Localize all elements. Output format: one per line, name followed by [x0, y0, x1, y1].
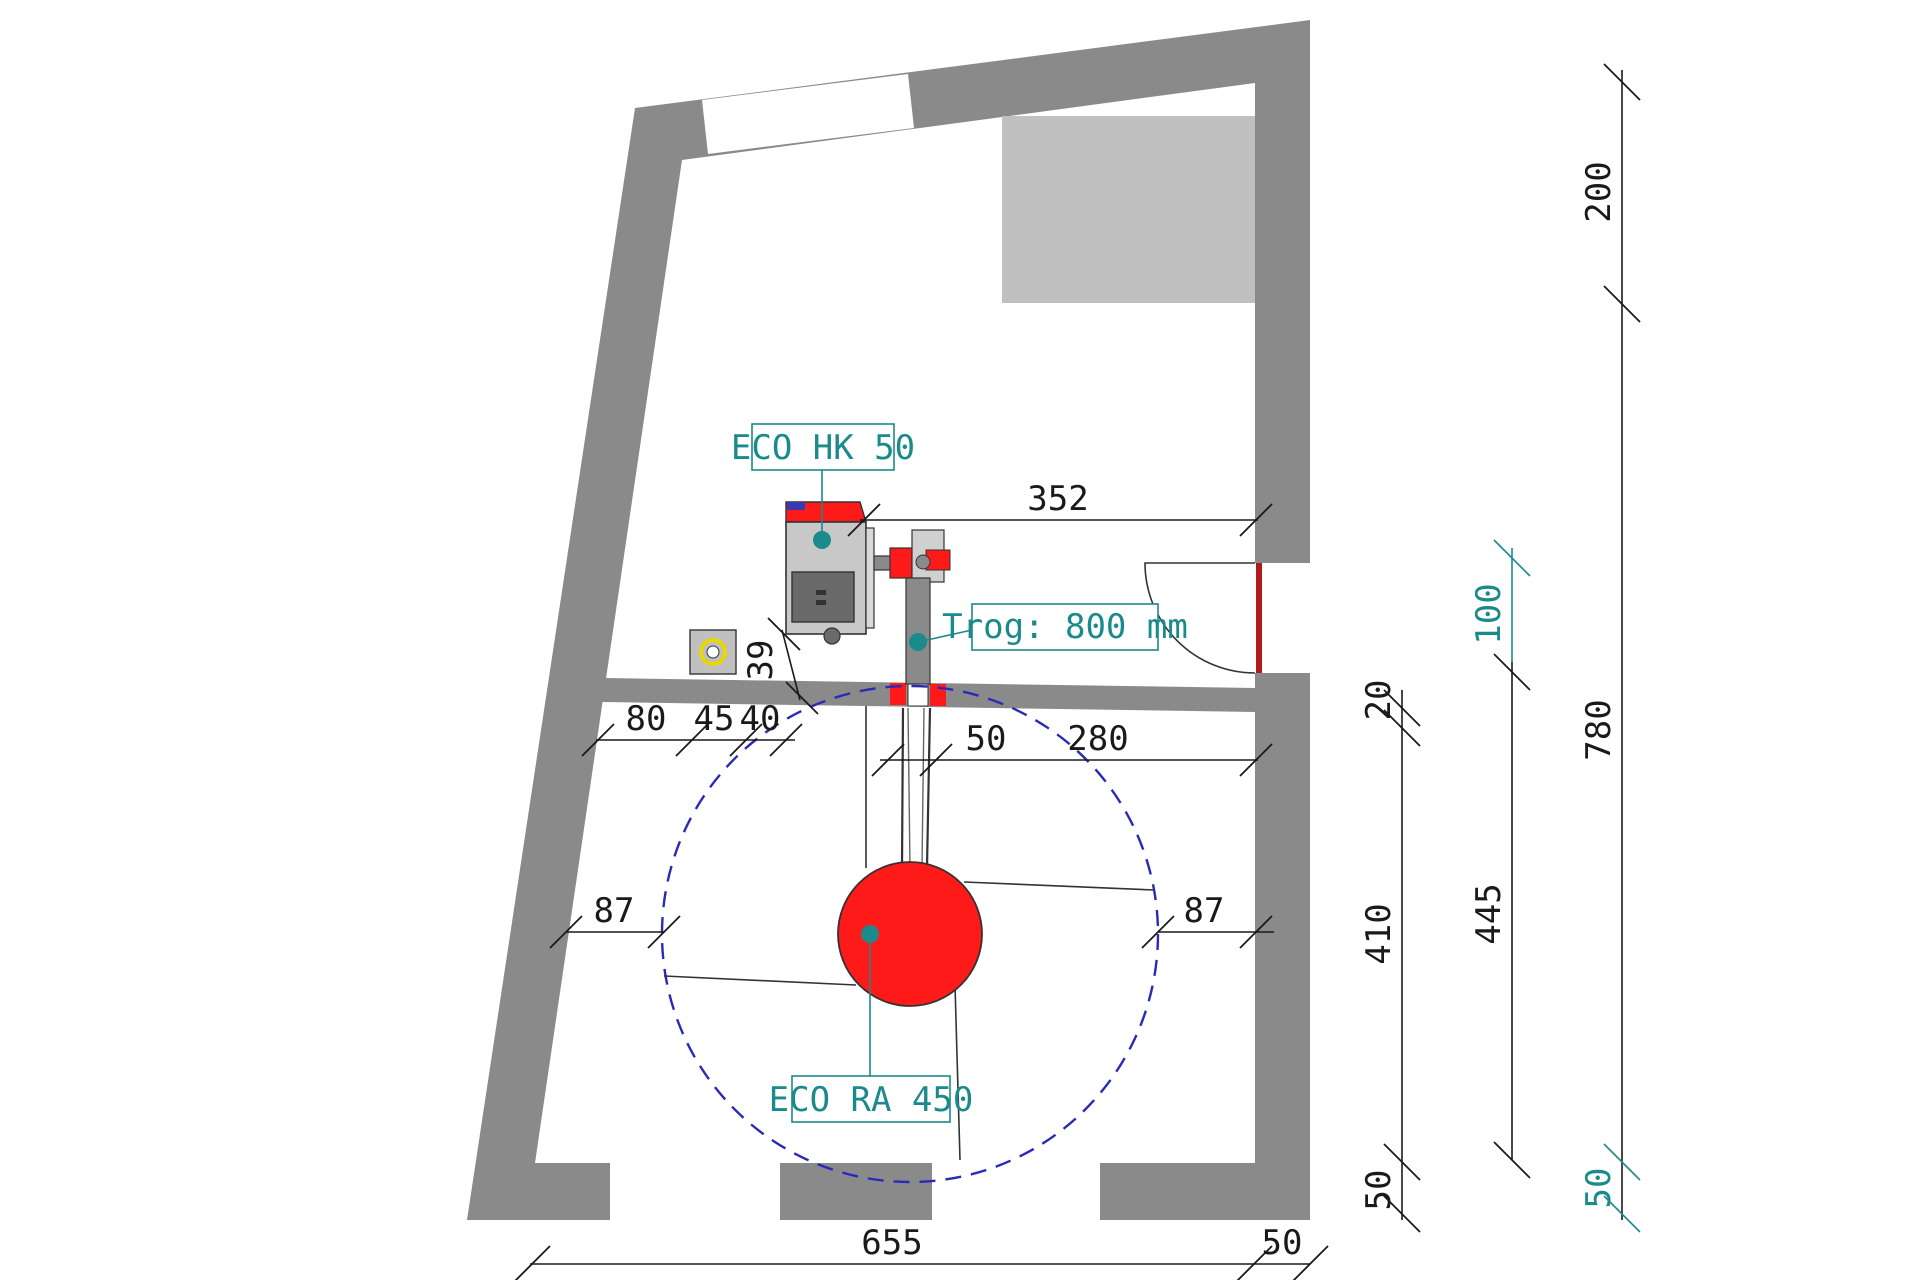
dim-352: 352 [1027, 479, 1088, 519]
sweep-arms [663, 706, 1155, 1161]
tank-label-box [791, 1075, 951, 1123]
feed-motor [889, 547, 913, 579]
dim-80: 80 [626, 699, 667, 739]
top-window-opening [702, 74, 914, 154]
feed-wheel [915, 554, 931, 570]
boiler-top-blue [787, 502, 805, 510]
wall-passage-right [930, 684, 946, 706]
bottom-window-left [610, 1163, 780, 1220]
boiler-label-box [751, 423, 895, 471]
chimney-core [706, 645, 720, 659]
trough-label: Trog: 800 mm [942, 607, 1188, 647]
door-swing [1144, 562, 1256, 674]
feed-chute [905, 577, 931, 685]
dim-780: 780 [1579, 699, 1619, 760]
boiler-foot [823, 627, 841, 645]
wall-passage-left [890, 683, 906, 705]
dim-39: 39 [741, 640, 781, 681]
boiler-handle-1 [816, 590, 826, 595]
chimney [689, 629, 737, 675]
dim-280: 280 [1067, 719, 1128, 759]
dim-87-left: 87 [594, 891, 635, 931]
dim-200: 200 [1579, 161, 1619, 222]
dim-100: 100 [1469, 583, 1509, 644]
eco-hk-50-boiler [785, 501, 907, 645]
dim-45: 45 [694, 699, 735, 739]
dim-50-low: 50 [1359, 1170, 1399, 1211]
dim-50-mid: 50 [966, 719, 1007, 759]
chimney-ring [699, 638, 727, 666]
clearance-circle [660, 684, 1160, 1184]
tank-label: ECO RA 450 [769, 1080, 974, 1120]
door-frame-red [1256, 563, 1262, 673]
dim-50-teal: 50 [1579, 1168, 1619, 1209]
storage-area [1002, 116, 1255, 303]
boiler-side [865, 527, 875, 629]
dim-50-bottom: 50 [1262, 1223, 1303, 1263]
feed-unit [889, 529, 951, 685]
bottom-window-right [932, 1163, 1100, 1220]
boiler-door [791, 571, 855, 623]
walls [467, 20, 1310, 1220]
auger-rails [900, 707, 932, 869]
dim-40: 40 [740, 699, 781, 739]
equipment-labels: ECO HK 50 Trog: 800 mm ECO RA 450 [731, 423, 1188, 1123]
trough-label-box [971, 603, 1159, 651]
dim-20: 20 [1359, 680, 1399, 721]
boiler-label: ECO HK 50 [731, 428, 915, 468]
dim-655: 655 [861, 1223, 922, 1263]
dim-410: 410 [1359, 903, 1399, 964]
eco-ra-450-tank [837, 861, 983, 1007]
right-door-opening [1255, 563, 1310, 673]
dim-445: 445 [1469, 883, 1509, 944]
dimension-lines [514, 63, 1641, 1280]
boiler-handle-2 [816, 600, 826, 605]
dim-87-right: 87 [1184, 891, 1225, 931]
dimension-texts: 352 39 80 45 40 50 280 87 87 655 50 20 4… [594, 161, 1619, 1263]
